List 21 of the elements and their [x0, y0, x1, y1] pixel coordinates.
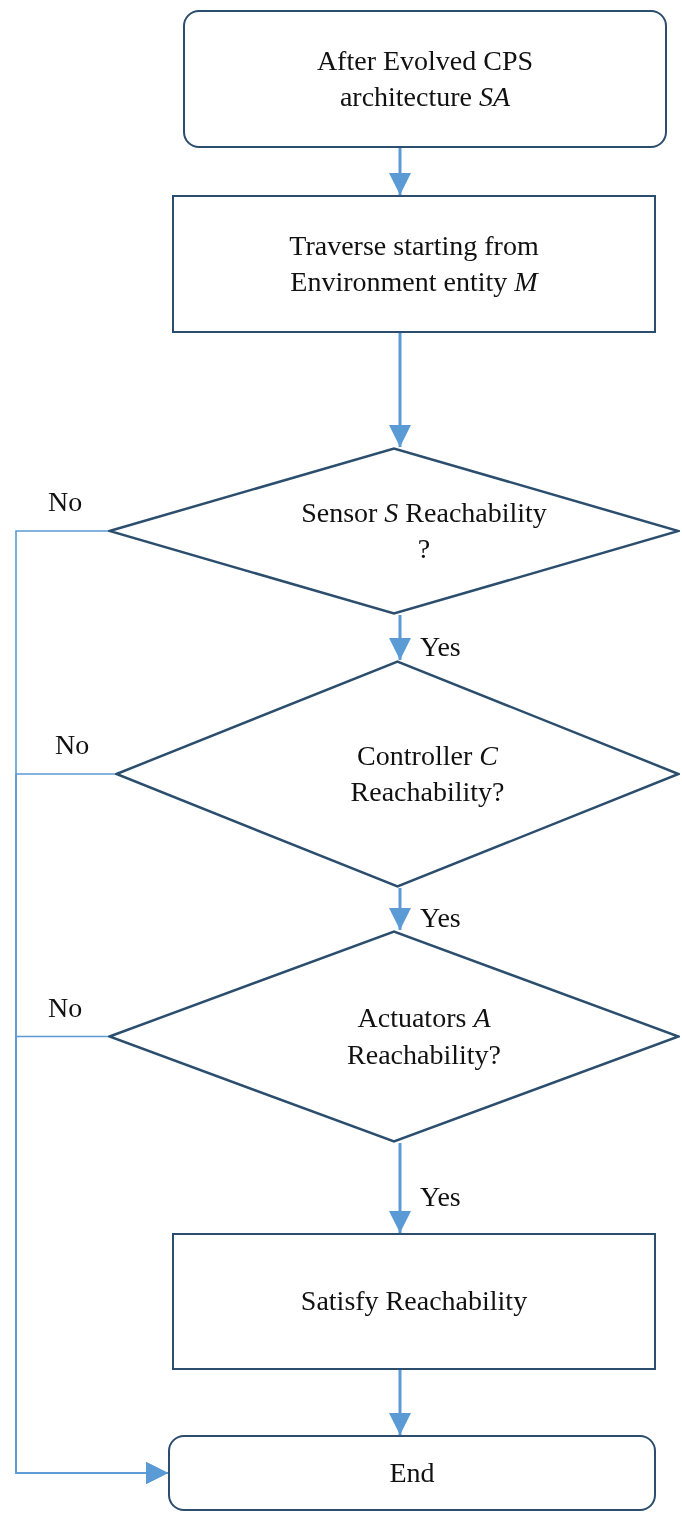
process-box	[172, 195, 656, 333]
node-text: Actuators A Reachability?	[346, 1001, 502, 1072]
terminal-box	[168, 1435, 656, 1511]
decision-diamond	[115, 660, 680, 888]
arrow	[389, 148, 411, 195]
node-text: After Evolved CPS architecture SA	[315, 43, 535, 114]
process-box	[172, 1233, 656, 1370]
node-text: Traverse starting from Environment entity M	[288, 228, 540, 299]
terminal-box	[183, 10, 667, 148]
arrow	[389, 888, 411, 930]
node-text: End	[388, 1455, 436, 1490]
arrow	[389, 1370, 411, 1435]
arrow	[389, 333, 411, 447]
node-text: Controller C Reachability?	[349, 738, 506, 809]
node-text: Satisfy Reachability	[299, 1284, 529, 1319]
decision-diamond	[108, 930, 680, 1143]
node-text: Sensor S Reachability ?	[300, 495, 548, 566]
arrow	[389, 615, 411, 660]
arrow	[15, 1035, 169, 1484]
decision-diamond	[108, 447, 680, 615]
arrow	[389, 1143, 411, 1233]
